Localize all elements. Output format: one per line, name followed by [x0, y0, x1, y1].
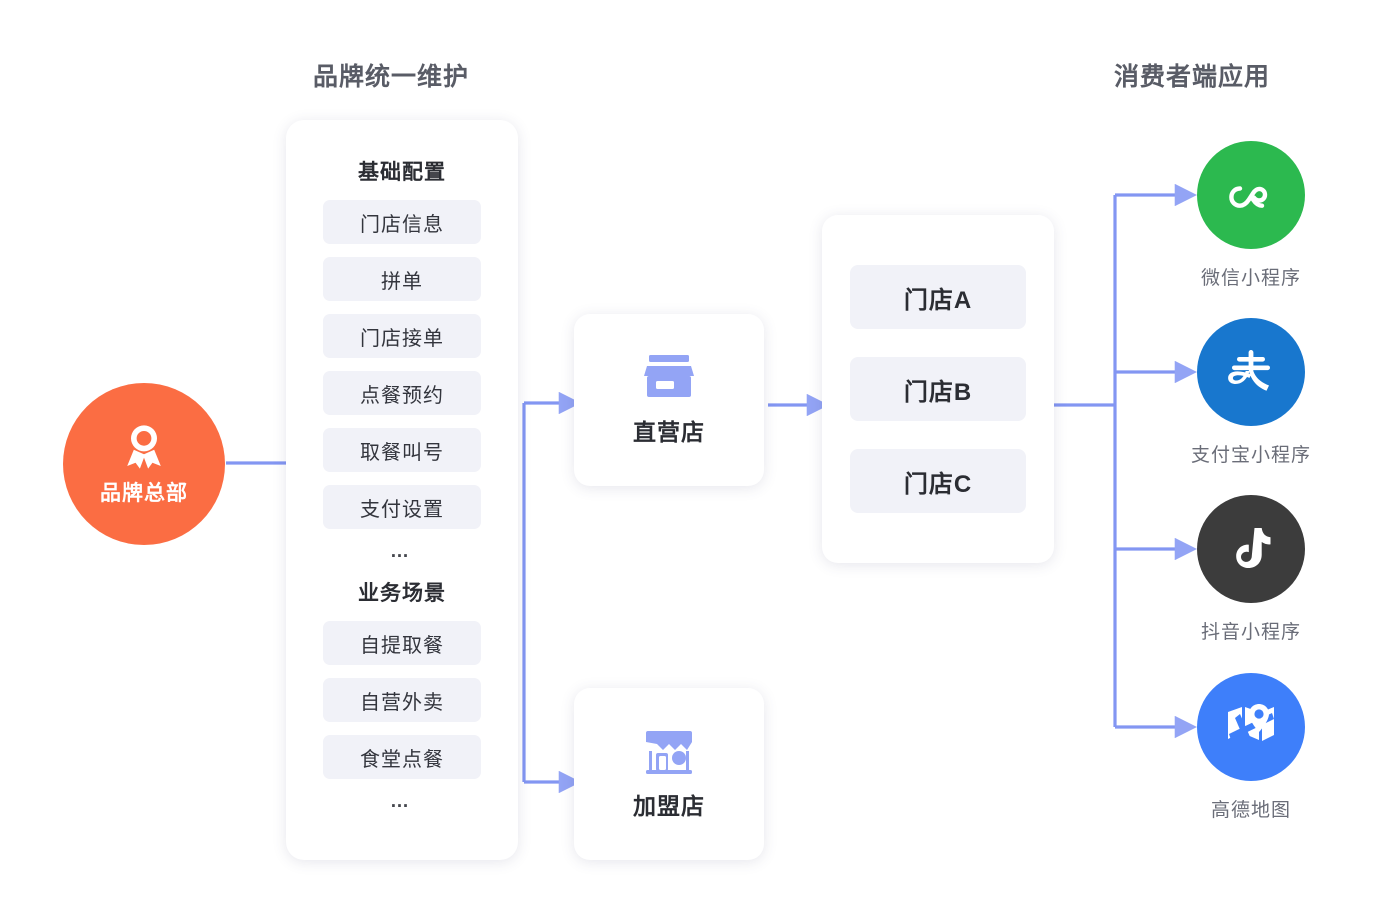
store-list-item-b[interactable]: 门店B — [850, 357, 1026, 421]
app-alipay-label: 支付宝小程序 — [1191, 445, 1312, 466]
header-consumer-apps: 消费者端应用 — [1114, 63, 1271, 91]
app-wechat-circle — [1197, 141, 1305, 249]
app-amap-label: 高德地图 — [1210, 800, 1291, 821]
app-wechat-miniprogram[interactable]: 微信小程序 — [1197, 141, 1305, 290]
store-type-direct-label: 直营店 — [633, 419, 705, 445]
group-title-business: 业务场景 — [358, 582, 446, 605]
config-item-payment-settings[interactable]: 支付设置 — [323, 485, 481, 529]
storefront-icon — [644, 355, 694, 397]
app-amap-circle — [1197, 673, 1305, 781]
app-alipay-circle — [1197, 318, 1305, 426]
config-item-self-delivery[interactable]: 自营外卖 — [323, 678, 481, 722]
douyin-icon — [1236, 528, 1271, 568]
wechat-miniprogram-icon — [1229, 186, 1268, 208]
config-item-pickup-call[interactable]: 取餐叫号 — [323, 428, 481, 472]
header-brand-maintenance: 品牌统一维护 — [313, 63, 470, 91]
app-douyin-miniprogram[interactable]: 抖音小程序 — [1197, 495, 1305, 644]
config-item-group-order[interactable]: 拼单 — [323, 257, 481, 301]
brand-config-card: 基础配置 门店信息 拼单 门店接单 点餐预约 取餐叫号 支付设置 … 业务场景 … — [286, 120, 518, 860]
store-list-item-c[interactable]: 门店C — [850, 449, 1026, 513]
config-business-more: … — [390, 791, 414, 812]
medal-badge-icon — [127, 425, 161, 469]
alipay-icon — [1228, 350, 1270, 391]
config-item-order-reservation[interactable]: 点餐预约 — [323, 371, 481, 415]
amap-icon — [1228, 704, 1274, 741]
store-list-card: 门店A 门店B 门店C — [822, 215, 1054, 563]
store-type-direct-card[interactable]: 直营店 — [574, 314, 764, 486]
store-type-franchise-card[interactable]: 加盟店 — [574, 688, 764, 860]
app-amap[interactable]: 高德地图 — [1197, 673, 1305, 822]
config-basic-more: … — [390, 541, 414, 562]
group-title-basic: 基础配置 — [358, 161, 446, 184]
app-douyin-circle — [1197, 495, 1305, 603]
store-type-franchise-label: 加盟店 — [633, 793, 705, 819]
app-wechat-label: 微信小程序 — [1200, 268, 1301, 289]
brand-hq-label: 品牌总部 — [100, 482, 188, 505]
brand-hq-node[interactable]: 品牌总部 — [63, 383, 225, 545]
config-item-store-info[interactable]: 门店信息 — [323, 200, 481, 244]
store-list-item-a[interactable]: 门店A — [850, 265, 1026, 329]
app-douyin-label: 抖音小程序 — [1200, 622, 1301, 643]
config-item-self-pickup[interactable]: 自提取餐 — [323, 621, 481, 665]
awning-shop-icon — [646, 731, 692, 774]
config-item-store-accept-order[interactable]: 门店接单 — [323, 314, 481, 358]
config-item-canteen-order[interactable]: 食堂点餐 — [323, 735, 481, 779]
app-alipay-miniprogram[interactable]: 支付宝小程序 — [1191, 318, 1310, 467]
